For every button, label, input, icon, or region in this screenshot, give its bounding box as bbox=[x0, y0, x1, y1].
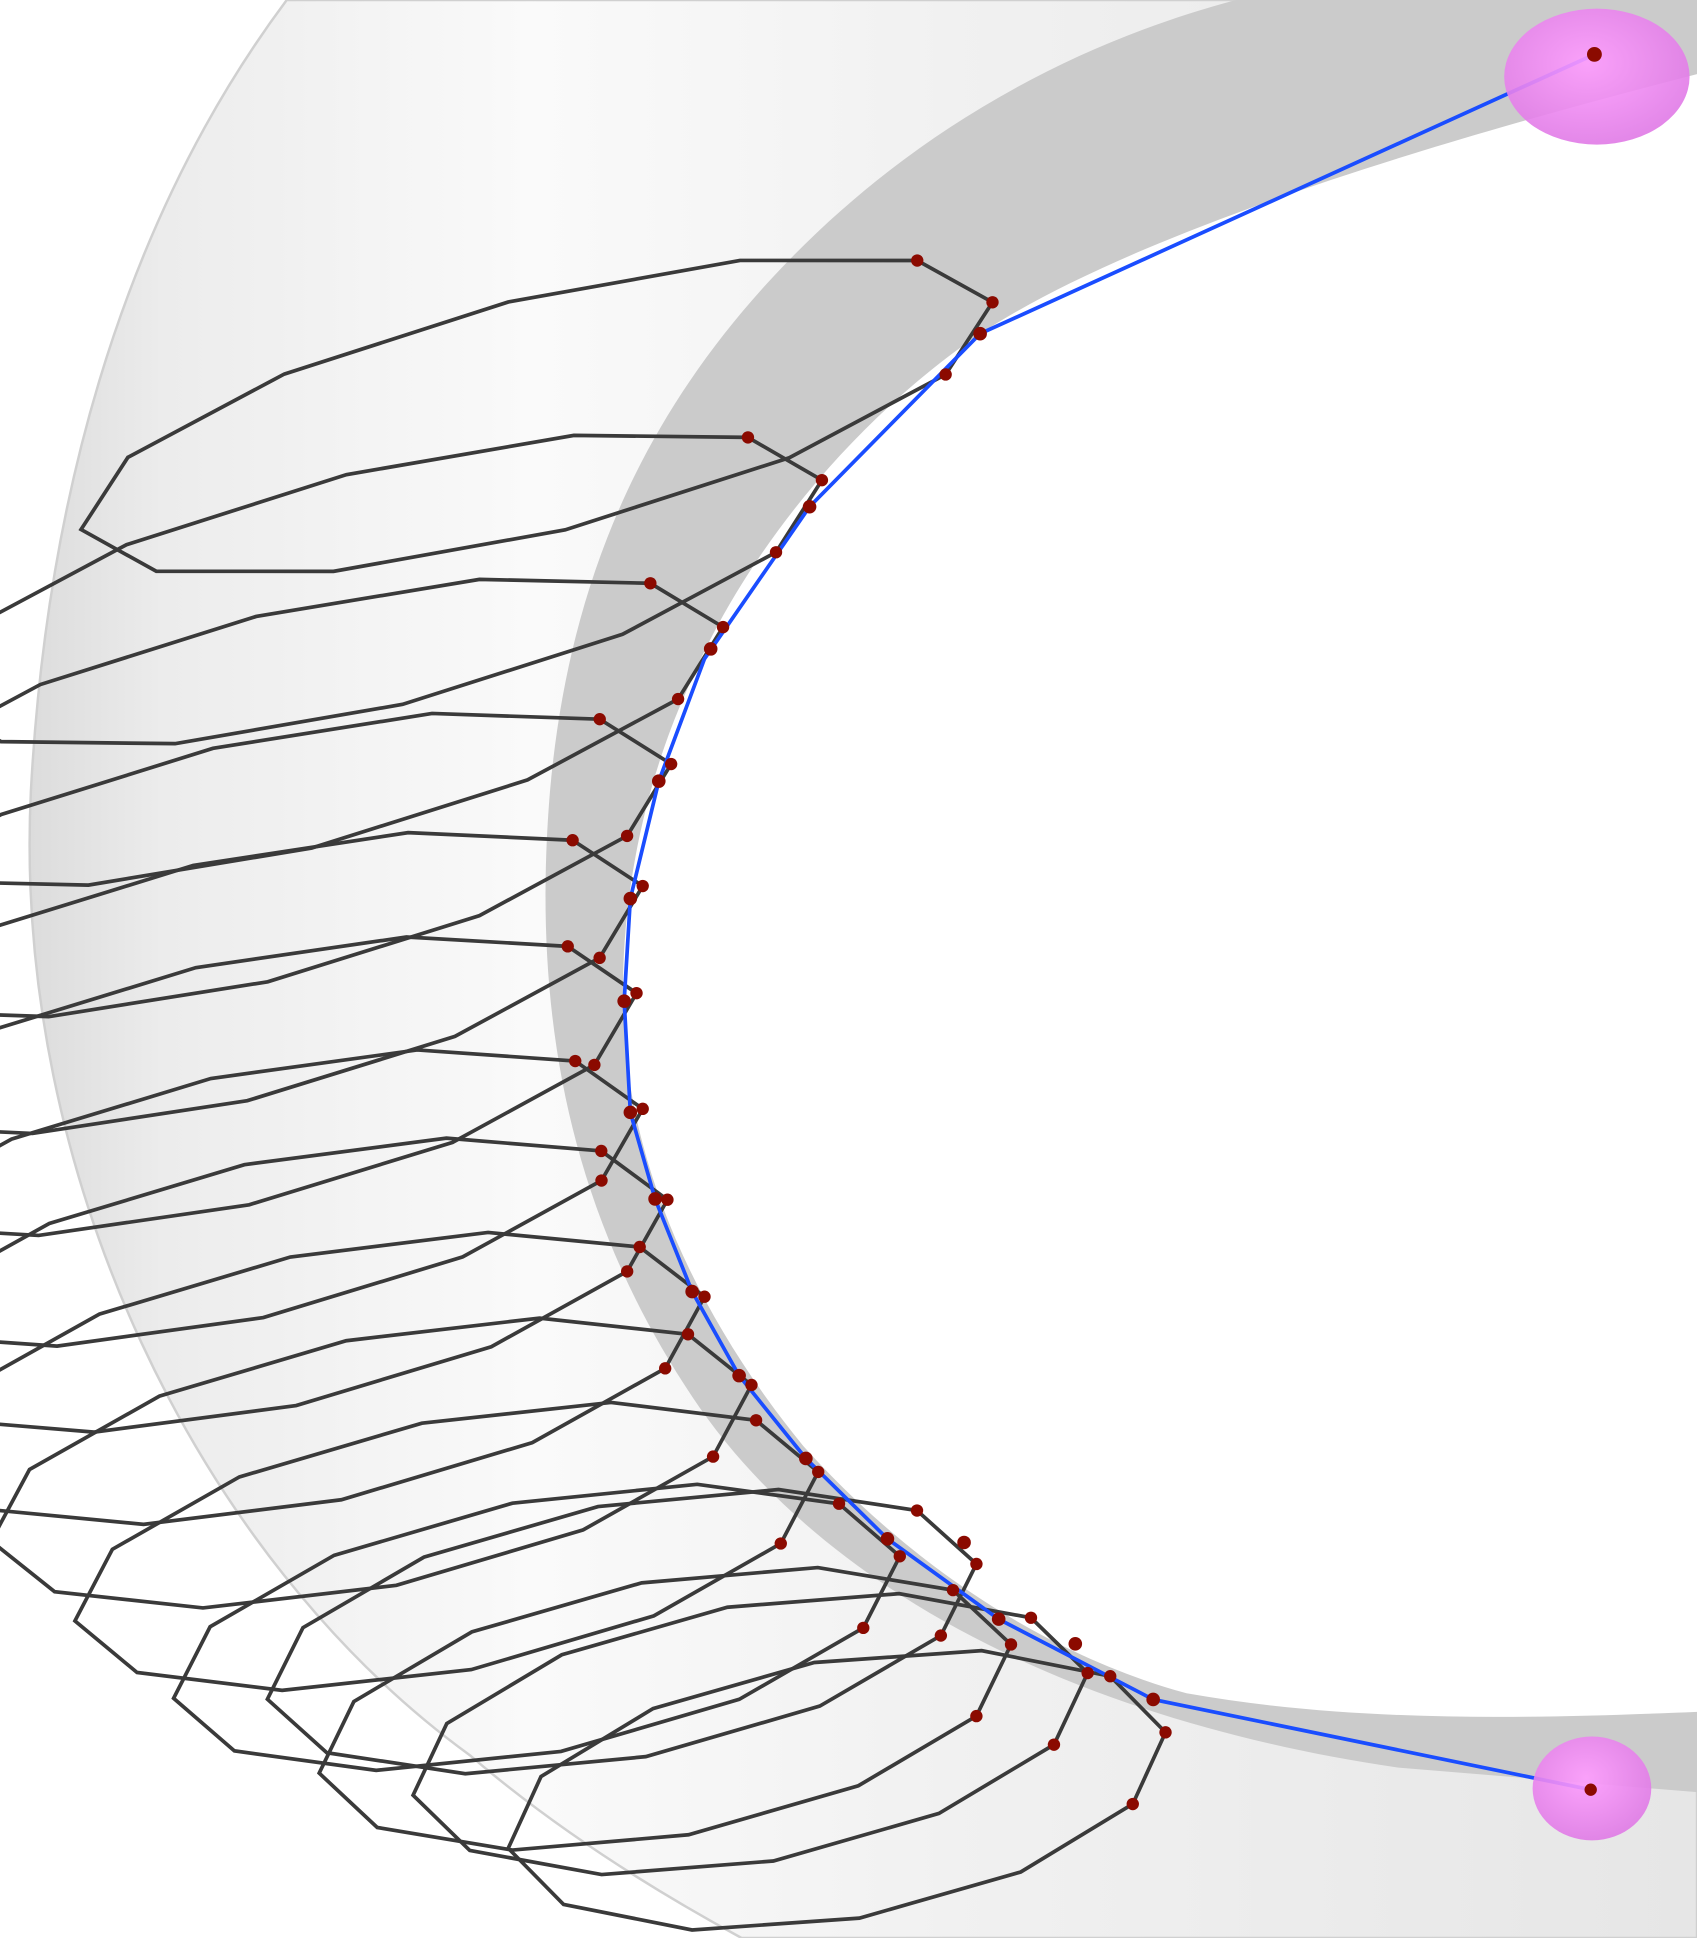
vertex-point bbox=[832, 1497, 846, 1510]
vertex-point bbox=[749, 1414, 763, 1427]
vertex-point bbox=[893, 1550, 906, 1563]
vertex-point bbox=[569, 1054, 582, 1068]
path-vertex-point bbox=[957, 1535, 971, 1550]
vertex-point bbox=[661, 1193, 674, 1206]
vertex-point bbox=[857, 1621, 870, 1635]
vertex-point bbox=[716, 620, 730, 634]
vertex-point bbox=[664, 757, 678, 771]
wireframe-ring bbox=[0, 433, 825, 746]
vertex-point bbox=[595, 1144, 608, 1158]
wireframe-ring bbox=[0, 1230, 707, 1527]
vertex-point bbox=[698, 1290, 711, 1303]
vertex-point bbox=[911, 254, 924, 267]
path-vertex-point bbox=[880, 1531, 895, 1546]
path-vertex-point bbox=[651, 774, 666, 788]
wireframe-ring bbox=[0, 577, 726, 887]
wireframe-ring bbox=[506, 1648, 1168, 1932]
vertex-point bbox=[620, 1265, 634, 1278]
vertex-point bbox=[588, 1058, 601, 1072]
wireframe-ring bbox=[0, 1316, 754, 1610]
path-vertex-point bbox=[802, 499, 817, 514]
path-vertex-point bbox=[623, 1105, 638, 1120]
wireframe-ring bbox=[0, 1136, 670, 1434]
vertex-point bbox=[593, 713, 606, 726]
vertex-point bbox=[1081, 1666, 1094, 1680]
wireframe-ring bbox=[410, 1591, 1090, 1877]
vertex-point bbox=[1024, 1611, 1038, 1624]
vertex-point bbox=[595, 1174, 608, 1187]
wireframe-ring bbox=[0, 830, 646, 1136]
vertex-point bbox=[934, 1629, 948, 1642]
vertex-point bbox=[1159, 1726, 1172, 1739]
vertex-point bbox=[986, 296, 999, 309]
path-vertex-point bbox=[617, 994, 631, 1008]
path-vertex-point bbox=[991, 1612, 1006, 1626]
wireframe-ring bbox=[0, 1048, 646, 1348]
wireframe-ring bbox=[171, 1482, 903, 1773]
vertex-points bbox=[561, 254, 1172, 1811]
wireframe-ring bbox=[72, 1400, 821, 1693]
vertex-point bbox=[566, 834, 579, 847]
wireframe-rings bbox=[0, 258, 1168, 1932]
end-point bbox=[1584, 1783, 1597, 1796]
vertex-point bbox=[1004, 1638, 1018, 1651]
vertex-point bbox=[769, 546, 783, 559]
path-vertex-point bbox=[973, 326, 987, 341]
vertex-point bbox=[1104, 1670, 1117, 1683]
vertex-point bbox=[636, 1102, 649, 1116]
vertex-point bbox=[939, 368, 952, 381]
vertex-point bbox=[630, 986, 643, 1000]
wireframe-ring bbox=[316, 1565, 1014, 1852]
vertex-point bbox=[633, 1240, 646, 1254]
vertex-point bbox=[1126, 1797, 1139, 1811]
vertex-point bbox=[741, 431, 755, 444]
path-vertex-point bbox=[799, 1451, 813, 1466]
vertex-point bbox=[644, 577, 657, 590]
vertex-point bbox=[671, 692, 685, 706]
vertex-point bbox=[970, 1557, 983, 1571]
wireframe-ring bbox=[0, 711, 674, 1019]
start-sphere[interactable] bbox=[1504, 8, 1690, 145]
vertex-point bbox=[706, 1450, 720, 1463]
path-vertex-point bbox=[623, 891, 638, 906]
wireframe-ring bbox=[265, 1487, 979, 1776]
path-vertex-point bbox=[703, 642, 718, 656]
geodesic-path bbox=[622, 52, 1596, 1792]
path-vertex-point bbox=[732, 1368, 746, 1383]
vertex-point bbox=[745, 1378, 758, 1392]
vertex-point bbox=[681, 1328, 695, 1341]
vertex-point bbox=[910, 1504, 924, 1517]
vertex-point bbox=[812, 1465, 825, 1479]
path-vertex-point bbox=[648, 1192, 662, 1206]
path-vertex-point bbox=[1146, 1692, 1160, 1707]
torus-hole bbox=[623, 74, 1697, 1717]
wireframe-ring bbox=[0, 935, 640, 1238]
wireframe-ring bbox=[78, 258, 996, 574]
vertex-point bbox=[946, 1583, 960, 1597]
vertex-point bbox=[815, 473, 829, 487]
vertex-point bbox=[620, 829, 634, 843]
vertex-point bbox=[774, 1537, 787, 1550]
vertex-point bbox=[593, 951, 606, 965]
vertex-point bbox=[636, 879, 649, 893]
vertex-point bbox=[659, 1362, 672, 1375]
start-point bbox=[1586, 46, 1602, 62]
vertex-point bbox=[561, 940, 574, 953]
path-vertex-point bbox=[685, 1284, 699, 1299]
vertex-point bbox=[970, 1709, 983, 1723]
path-vertex-point bbox=[1068, 1637, 1083, 1651]
vertex-point bbox=[1047, 1738, 1061, 1751]
